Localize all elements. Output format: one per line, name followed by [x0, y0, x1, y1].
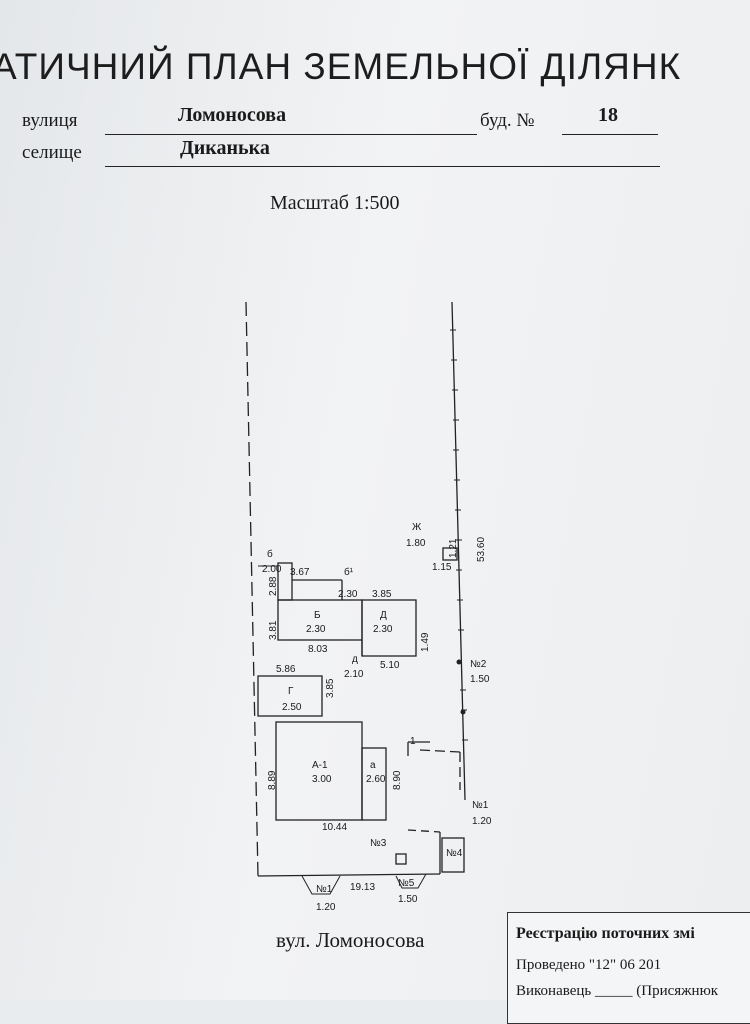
G-letter: Г [288, 686, 294, 697]
stamp-date-line: Проведено "12" 06 201 [516, 957, 662, 973]
dim-8.89: 8.89 [267, 770, 278, 790]
dim-3.85-g: 3.85 [325, 678, 336, 698]
D-letter: Д [380, 610, 387, 621]
house-label: буд. № [480, 110, 535, 131]
building-G [257, 675, 323, 717]
registration-stamp: Реєстрацію поточних змі Проведено "12" 0… [507, 912, 750, 1024]
Zh-letter: Ж [412, 522, 422, 533]
bottom-boundary-line [257, 873, 441, 877]
dim-5.86: 5.86 [276, 664, 296, 675]
b-prime-value: 2.30 [338, 589, 358, 600]
dim-3.85-d: 3.85 [372, 589, 392, 600]
marker-n1-right-value: 1.20 [472, 816, 492, 827]
street-value: Ломоносова [178, 104, 287, 126]
house-value: 18 [598, 104, 618, 126]
marker-n3-label: №3 [370, 838, 387, 849]
d-letter: д [352, 654, 358, 665]
a-value: 2.60 [366, 774, 386, 785]
dim-1.15: 1.15 [432, 562, 452, 573]
street-label: вулиця [22, 110, 78, 131]
settlement-underline [105, 166, 660, 167]
scale-label: Масштаб 1:500 [270, 192, 400, 214]
dim-8.90: 8.90 [392, 770, 403, 790]
G-value: 2.50 [282, 702, 302, 713]
street-caption: вул. Ломоносова [276, 928, 425, 952]
building-D [361, 599, 417, 657]
marker-n1-bottom-value: 1.20 [316, 902, 336, 913]
d-value: 2.10 [344, 669, 364, 680]
marker-n4-label: №4 [446, 848, 463, 859]
dim-1.21: 1.21 [448, 538, 459, 558]
marker-n5-value: 1.50 [398, 894, 418, 905]
D-value: 2.30 [373, 624, 393, 635]
stamp-executor-line: Виконавець _____ (Присяжнюк [516, 983, 719, 999]
B-letter: Б [314, 610, 321, 621]
marker-n2-value: 1.50 [470, 674, 490, 685]
marker-n4-box [441, 837, 465, 873]
building-A1 [275, 721, 363, 821]
B-value: 2.30 [306, 624, 326, 635]
dim-10.44: 10.44 [322, 822, 347, 833]
marker-n3-box [395, 853, 407, 865]
marker-n5-label: №5 [398, 878, 415, 889]
stamp-title: Реєстрацію поточних змі [516, 925, 695, 942]
A1-value: 3.00 [312, 774, 332, 785]
b-small-value: 2.00 [262, 564, 282, 575]
A1-letter: А-1 [312, 760, 328, 771]
boundary-points [456, 659, 466, 715]
b-prime-letter: б¹ [344, 566, 354, 578]
marker-n1-bottom-label: №1 [316, 884, 333, 895]
dim-19.13: 19.13 [350, 882, 375, 893]
house-underline [562, 134, 658, 135]
settlement-label: селище [22, 142, 82, 163]
marker-n1-right-label: №1 [472, 800, 489, 811]
dim-8.03: 8.03 [308, 644, 328, 655]
Zh-value: 1.80 [406, 538, 426, 549]
site-plan-drawing: б 2.00 3.67 б¹ 2.30 3.85 2.88 3.81 Б 2.3… [245, 301, 492, 913]
marker-n2-label: №2 [470, 659, 487, 670]
a-letter: а [370, 760, 376, 771]
document-title: АТИЧНИЙ ПЛАН ЗЕМЕЛЬНОЇ ДІЛЯНК [0, 46, 682, 87]
dim-5.10: 5.10 [380, 660, 400, 671]
dim-2.88: 2.88 [268, 576, 279, 596]
dim-3.67: 3.67 [290, 567, 310, 578]
dim-1.49: 1.49 [420, 632, 431, 652]
dim-53.60: 53.60 [476, 537, 487, 562]
boundary-ticks [450, 329, 468, 741]
b-small-letter: б [267, 548, 273, 560]
left-boundary-line [245, 301, 259, 877]
right-boundary-line [451, 301, 466, 801]
dim-3.81: 3.81 [268, 620, 279, 640]
building-Zh [442, 547, 458, 561]
street-underline [105, 134, 477, 135]
building-a [361, 747, 387, 821]
marker-one-label: 1 [410, 736, 416, 747]
settlement-value: Диканька [180, 137, 270, 159]
